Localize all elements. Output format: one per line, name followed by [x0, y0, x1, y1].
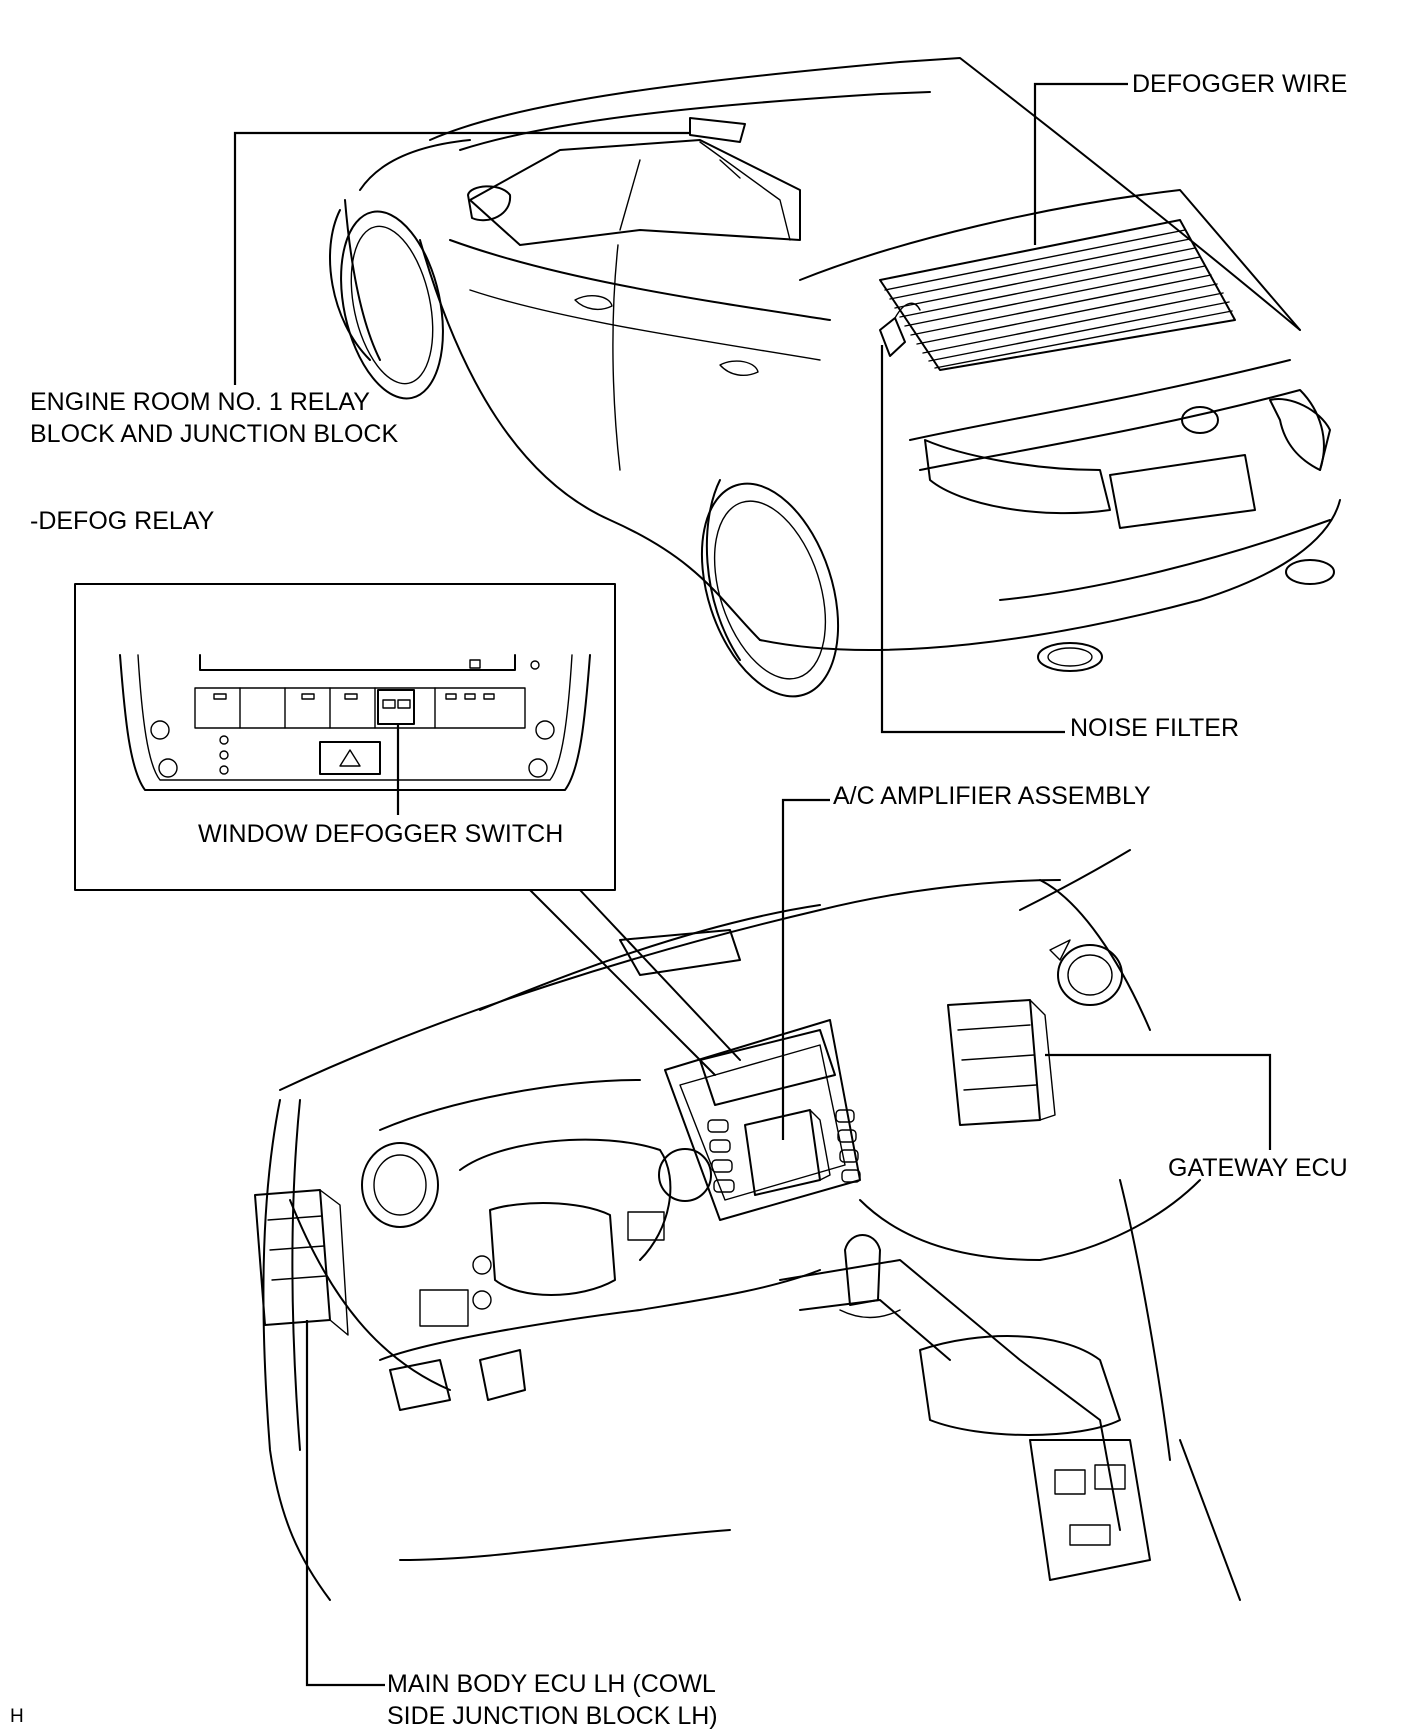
gateway-ecu-label: GATEWAY ECU: [1168, 1154, 1348, 1182]
car-illustration: [329, 57, 1341, 698]
window-defogger-switch-label: WINDOW DEFOGGER SWITCH: [198, 820, 564, 848]
main-body-ecu-label-line1: MAIN BODY ECU LH (COWL: [387, 1670, 716, 1698]
leader-lines: [233, 82, 1272, 1687]
corner-mark: H: [10, 1706, 24, 1727]
switch-inset: [74, 583, 741, 1076]
main-body-ecu-label-line2: SIDE JUNCTION BLOCK LH): [387, 1702, 718, 1730]
engine-room-relay-label-line2: BLOCK AND JUNCTION BLOCK: [30, 420, 399, 448]
noise-filter-label: NOISE FILTER: [1070, 714, 1240, 742]
dashboard-illustration: [254, 849, 1241, 1601]
defogger-wire-label: DEFOGGER WIRE: [1132, 70, 1348, 98]
ac-amplifier-label: A/C AMPLIFIER ASSEMBLY: [833, 782, 1151, 810]
defogger-grid-lines: [884, 229, 1233, 369]
defog-relay-label: -DEFOG RELAY: [30, 507, 215, 535]
engine-room-relay-label-line1: ENGINE ROOM NO. 1 RELAY: [30, 388, 370, 416]
console-buttons: [707, 1109, 861, 1193]
